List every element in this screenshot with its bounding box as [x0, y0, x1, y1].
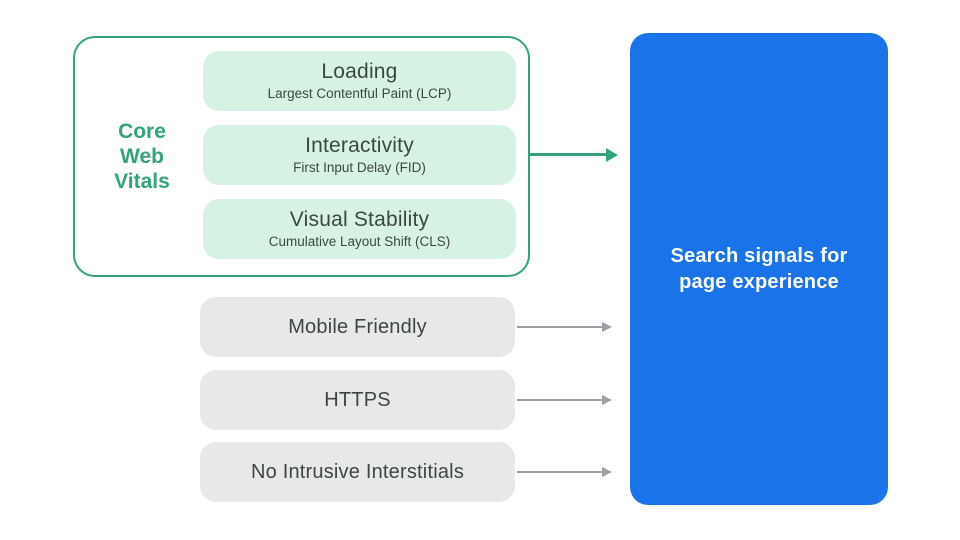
signal-box-no-intrusive-interstitials: No Intrusive Interstitials	[200, 442, 515, 502]
core-web-vitals-list: Loading Largest Contentful Paint (LCP) I…	[203, 51, 516, 273]
search-signals-result-box: Search signals for page experience	[630, 33, 888, 505]
vital-box-visual-stability: Visual Stability Cumulative Layout Shift…	[203, 199, 516, 259]
vital-subtitle: First Input Delay (FID)	[293, 160, 426, 175]
vital-title: Interactivity	[305, 134, 414, 157]
vital-subtitle: Cumulative Layout Shift (CLS)	[268, 234, 451, 249]
vital-box-interactivity: Interactivity First Input Delay (FID)	[203, 125, 516, 185]
core-web-vitals-label: Core Web Vitals	[114, 120, 170, 193]
core-web-vitals-group: Core Web Vitals Loading Largest Contentf…	[73, 36, 530, 277]
vital-box-loading: Loading Largest Contentful Paint (LCP)	[203, 51, 516, 111]
vital-subtitle: Largest Contentful Paint (LCP)	[267, 86, 452, 101]
arrow-mobile-friendly	[517, 326, 602, 328]
vital-title: Visual Stability	[289, 208, 430, 231]
search-signals-result-label: Search signals for page experience	[670, 245, 848, 293]
signal-box-https: HTTPS	[200, 370, 515, 430]
arrow-https	[517, 399, 602, 401]
signal-box-mobile-friendly: Mobile Friendly	[200, 297, 515, 357]
vital-title: Loading	[321, 60, 398, 83]
arrow-no-intrusive-interstitials	[517, 471, 602, 473]
arrow-core-web-vitals	[530, 153, 606, 156]
